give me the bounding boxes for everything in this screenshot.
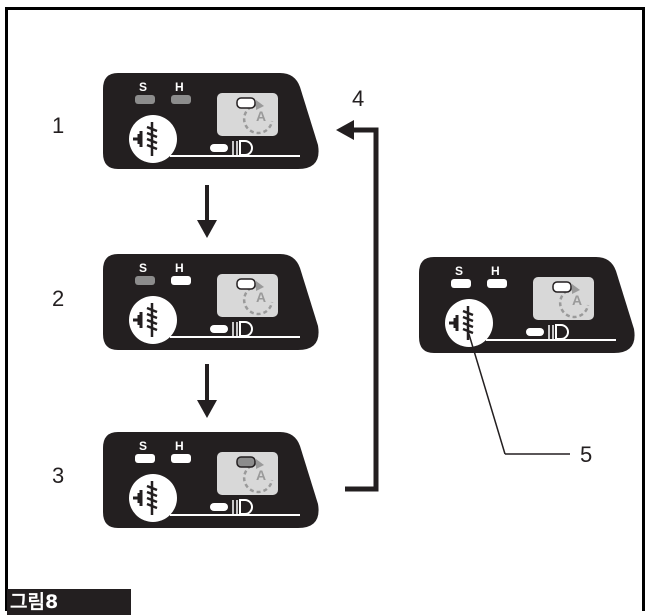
s-label: S (139, 261, 147, 275)
panel-1: S H A (101, 71, 321, 171)
h-label: H (175, 261, 184, 275)
auto-letter: A (256, 108, 266, 124)
figure-label: 그림8 (7, 589, 131, 615)
auto-letter: A (256, 467, 266, 483)
panel-2: S H A (101, 252, 321, 352)
callout-3: 3 (52, 463, 64, 488)
auto-indicator (236, 456, 256, 468)
return-arrow (336, 120, 379, 492)
arrow-2-to-3 (197, 364, 217, 418)
h-indicator (171, 276, 191, 285)
h-label: H (175, 439, 184, 453)
h-indicator (171, 454, 191, 463)
panel-3: S H A (101, 430, 321, 530)
figure-frame (5, 7, 645, 611)
s-indicator (135, 95, 155, 104)
h-label: H (491, 264, 500, 278)
auto-indicator (552, 281, 572, 293)
h-indicator (171, 95, 191, 104)
s-label: S (455, 264, 463, 278)
callout-5: 5 (580, 442, 592, 467)
auto-letter: A (572, 292, 582, 308)
s-label: S (139, 439, 147, 453)
s-indicator (135, 276, 155, 285)
s-label: S (139, 80, 147, 94)
callout-5-leader (467, 330, 506, 455)
h-indicator (487, 279, 507, 288)
s-indicator (451, 279, 471, 288)
callout-1: 1 (52, 113, 64, 138)
callout-4: 4 (352, 86, 364, 111)
auto-indicator (236, 97, 256, 109)
arrow-1-to-2 (197, 185, 217, 238)
auto-letter: A (256, 289, 266, 305)
h-label: H (175, 80, 184, 94)
s-indicator (135, 454, 155, 463)
auto-indicator (236, 278, 256, 290)
callout-2: 2 (52, 286, 64, 311)
panel-standalone: S H A (417, 255, 637, 355)
